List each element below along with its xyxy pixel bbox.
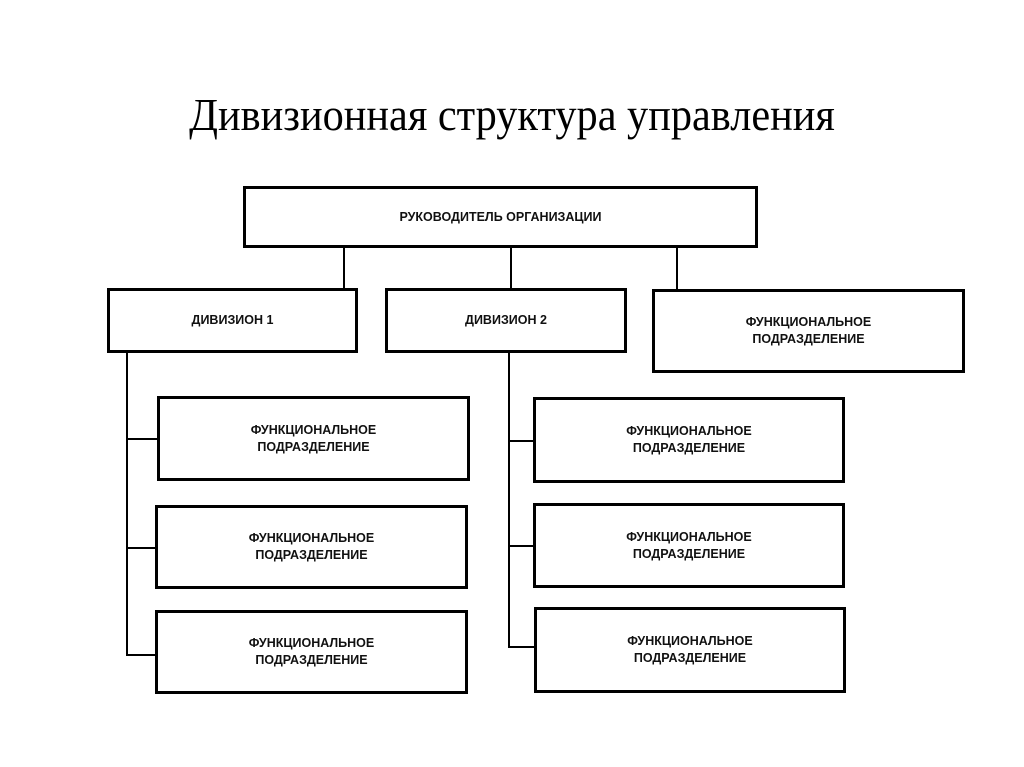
head-label: РУКОВОДИТЕЛЬ ОРГАНИЗАЦИИ	[399, 209, 602, 224]
connector-division-1-unit-1	[126, 438, 158, 440]
connector-division-2-trunk	[508, 352, 510, 647]
division-1-unit-2-box: ФУНКЦИОНАЛЬНОЕ ПОДРАЗДЕЛЕНИЕ	[155, 505, 468, 589]
unit-line-2: ПОДРАЗДЕЛЕНИЕ	[633, 651, 747, 665]
connector-division-2-unit-1	[508, 440, 534, 442]
unit-line-2: ПОДРАЗДЕЛЕНИЕ	[255, 548, 368, 562]
central-unit-box: ФУНКЦИОНАЛЬНОЕ ПОДРАЗДЕЛЕНИЕ	[652, 289, 965, 373]
head-box: РУКОВОДИТЕЛЬ ОРГАНИЗАЦИИ	[243, 186, 758, 248]
unit-line-1: ФУНКЦИОНАЛЬНОЕ	[248, 531, 375, 545]
unit-line-2: ПОДРАЗДЕЛЕНИЕ	[257, 439, 370, 454]
connector-division-1-trunk	[126, 352, 128, 655]
unit-line-1: ФУНКЦИОНАЛЬНОЕ	[250, 422, 377, 437]
connector-head-to-division-2	[510, 246, 512, 290]
unit-line-1: ФУНКЦИОНАЛЬНОЕ	[248, 636, 375, 650]
connector-division-2-unit-3	[508, 646, 538, 648]
division-2-unit-2-box: ФУНКЦИОНАЛЬНОЕ ПОДРАЗДЕЛЕНИЕ	[533, 503, 845, 588]
unit-line-2: ПОДРАЗДЕЛЕНИЕ	[632, 441, 746, 455]
division-2-unit-3-box: ФУНКЦИОНАЛЬНОЕ ПОДРАЗДЕЛЕНИЕ	[534, 607, 846, 693]
unit-line-2: ПОДРАЗДЕЛЕНИЕ	[255, 653, 368, 667]
central-unit-line-2: ПОДРАЗДЕЛЕНИЕ	[752, 332, 865, 346]
connector-head-to-division-1	[343, 246, 345, 290]
connector-division-1-unit-2	[126, 547, 156, 549]
unit-line-2: ПОДРАЗДЕЛЕНИЕ	[632, 546, 746, 561]
slide-title: Дивизионная структура управления	[189, 89, 835, 140]
connector-division-2-unit-2	[508, 545, 534, 547]
unit-line-1: ФУНКЦИОНАЛЬНОЕ	[626, 529, 752, 544]
connector-head-to-central-unit	[676, 246, 678, 290]
unit-line-1: ФУНКЦИОНАЛЬНОЕ	[627, 634, 753, 648]
division-2-label: ДИВИЗИОН 2	[465, 313, 547, 327]
division-1-unit-3-box: ФУНКЦИОНАЛЬНОЕ ПОДРАЗДЕЛЕНИЕ	[155, 610, 468, 694]
unit-line-1: ФУНКЦИОНАЛЬНОЕ	[626, 424, 752, 438]
division-2-unit-1-box: ФУНКЦИОНАЛЬНОЕ ПОДРАЗДЕЛЕНИЕ	[533, 397, 845, 483]
connector-division-1-unit-3	[126, 654, 156, 656]
central-unit-line-1: ФУНКЦИОНАЛЬНОЕ	[745, 315, 872, 329]
division-1-box: ДИВИЗИОН 1	[107, 288, 358, 353]
division-1-label: ДИВИЗИОН 1	[191, 313, 274, 327]
division-1-unit-1-box: ФУНКЦИОНАЛЬНОЕ ПОДРАЗДЕЛЕНИЕ	[157, 396, 470, 481]
division-2-box: ДИВИЗИОН 2	[385, 288, 627, 353]
